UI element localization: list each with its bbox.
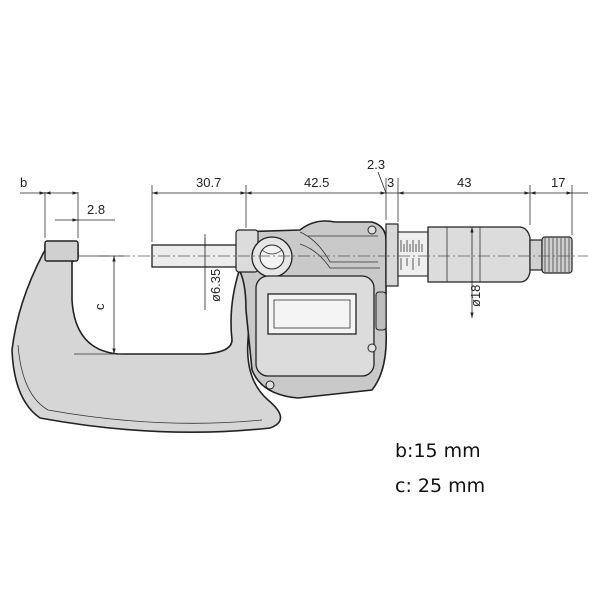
dim-3: 3 bbox=[387, 175, 394, 190]
legend-b: b:15 mm bbox=[395, 440, 481, 462]
dim-42-5: 42.5 bbox=[304, 175, 329, 190]
dim-c: c bbox=[92, 303, 107, 310]
dim-b: b bbox=[20, 175, 27, 190]
legend-c: c: 25 mm bbox=[395, 475, 485, 497]
side-button bbox=[375, 291, 387, 331]
dim-43: 43 bbox=[457, 175, 471, 190]
frame bbox=[11, 244, 282, 434]
frame-inner-edge bbox=[17, 344, 263, 424]
dim-2-3: 2.3 bbox=[367, 157, 385, 172]
thimble bbox=[427, 226, 531, 283]
ratchet bbox=[529, 239, 543, 271]
dim-30-7: 30.7 bbox=[196, 175, 221, 190]
dim-2-8: 2.8 bbox=[87, 202, 105, 217]
anvil bbox=[44, 240, 79, 262]
dim-thimble-dia: ø18 bbox=[468, 285, 483, 307]
dim-spindle-dia: ø6.35 bbox=[208, 269, 223, 302]
lcd-display bbox=[267, 293, 357, 335]
sleeve bbox=[385, 223, 399, 287]
dim-17: 17 bbox=[551, 175, 565, 190]
